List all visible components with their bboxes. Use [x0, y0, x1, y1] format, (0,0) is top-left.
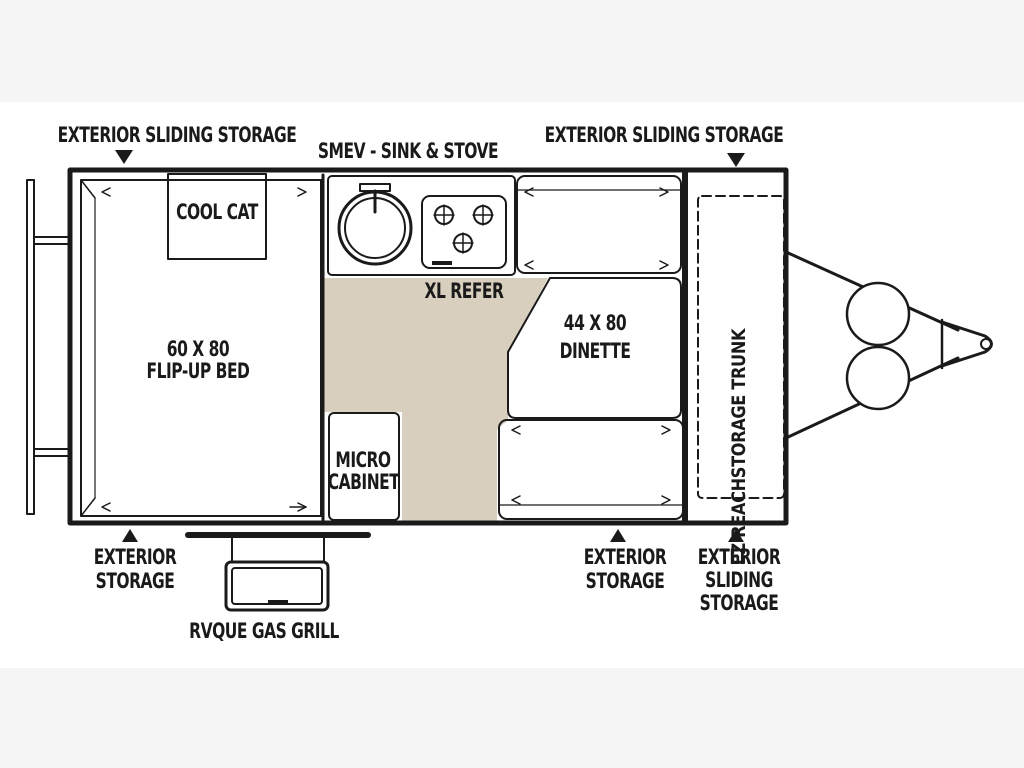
label-xl-refer: XL REFER [424, 279, 504, 303]
dinette-bench-top [516, 175, 682, 274]
micro-cabinet [328, 412, 400, 521]
label-exterior-storage-mid-1: EXTERIOR [583, 545, 667, 569]
label-micro: MICRO [335, 448, 391, 472]
propane-tank-1 [845, 281, 911, 347]
arrow-up-icon [610, 529, 626, 542]
hitch-coupler [940, 320, 993, 368]
bed [80, 179, 322, 517]
floorplan-drawing [26, 150, 993, 612]
label-exterior-sliding-bottom-1: EXTERIOR [697, 545, 781, 569]
label-exterior-sliding-storage-right: EXTERIOR SLIDING STORAGE [544, 123, 784, 147]
trailer-outer-wall [67, 167, 789, 526]
label-exterior-storage-left-1: EXTERIOR [93, 545, 177, 569]
dinette-bench-bottom [498, 419, 684, 520]
label-exterior-sliding-storage-left: EXTERIOR SLIDING STORAGE [57, 123, 297, 147]
rear-rack [26, 179, 35, 515]
ez-reach-trunk [697, 195, 785, 499]
label-dinette-size: 44 X 80 [563, 311, 627, 335]
arrow-up-icon [728, 529, 744, 542]
label-bed-size: 60 X 80 [166, 337, 230, 361]
label-smev-sink-stove: SMEV - SINK & STOVE [317, 139, 499, 163]
label-flip-up-bed: FLIP-UP BED [146, 359, 250, 383]
arrow-down-icon [727, 153, 745, 167]
cool-cat-unit [167, 173, 267, 260]
label-exterior-sliding-bottom-3: STORAGE [699, 591, 779, 615]
floor-area [323, 278, 548, 522]
dinette-table [507, 277, 682, 419]
arrow-down-icon [115, 150, 133, 164]
label-rvque-gas-grill: RVQUE GAS GRILL [189, 619, 339, 643]
floorplan-canvas: EXTERIOR SLIDING STORAGE SMEV - SINK & S… [0, 102, 1024, 668]
label-cool-cat: COOL CAT [176, 200, 258, 224]
gas-grill [224, 560, 330, 612]
kitchen-counter [327, 175, 516, 276]
stove [421, 195, 507, 269]
label-exterior-storage-mid-2: STORAGE [585, 569, 665, 593]
propane-tank-2 [845, 345, 911, 411]
arrow-up-icon [122, 529, 138, 542]
label-exterior-sliding-bottom-2: SLIDING [705, 568, 773, 592]
label-exterior-storage-left-2: STORAGE [95, 569, 175, 593]
label-ez-reach-storage-trunk: EZ REACHSTORAGE TRUNK [728, 328, 750, 566]
label-dinette: DINETTE [559, 339, 631, 363]
label-cabinet: CABINET [327, 470, 400, 494]
